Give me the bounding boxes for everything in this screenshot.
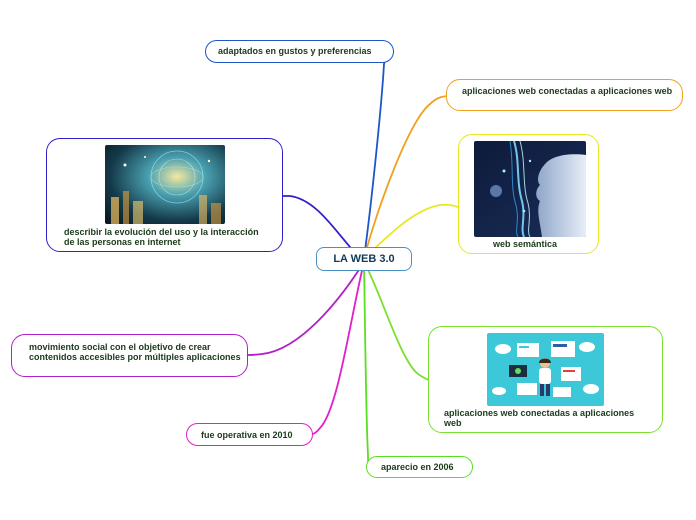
node-operativa[interactable]: fue operativa en 2010 [186,423,313,446]
node-aplicaciones-bottom-label: aplicaciones web conectadas a aplicacion… [444,408,635,428]
node-aplicaciones-top-label: aplicaciones web conectadas a aplicacion… [462,86,673,96]
link-aplicaciones-top [363,95,451,259]
node-aparecio[interactable]: aparecio en 2006 [366,456,473,478]
node-describir[interactable]: describir la evolución del uso y la inte… [46,138,283,252]
node-operativa-label: fue operativa en 2010 [201,430,293,440]
node-adaptados[interactable]: adaptados en gustos y preferencias [205,40,394,63]
node-adaptados-label: adaptados en gustos y preferencias [218,46,372,56]
describir-image [105,145,225,224]
link-semantica [363,203,461,259]
node-movimiento[interactable]: movimiento social con el objetivo de cre… [11,334,248,377]
node-aplicaciones-top[interactable]: aplicaciones web conectadas a aplicacion… [446,79,683,111]
link-adaptados [363,50,395,259]
node-web-semantica-label: web semántica [493,239,558,249]
link-aplicaciones-bottom [363,261,431,381]
link-operativa [311,261,365,435]
link-aparecio [363,261,371,468]
link-describir [282,195,365,263]
node-aparecio-label: aparecio en 2006 [381,462,454,472]
node-movimiento-label: movimiento social con el objetivo de cre… [29,342,241,362]
semantica-image [474,141,586,237]
node-aplicaciones-bottom[interactable]: aplicaciones web conectadas a aplicacion… [428,326,663,433]
central-topic-title: LA WEB 3.0 [333,253,395,265]
link-movimiento [247,261,365,356]
central-topic[interactable]: LA WEB 3.0 [316,247,412,271]
aplicaciones-image [487,333,604,406]
node-web-semantica[interactable]: web semántica [458,134,599,254]
node-describir-label: describir la evolución del uso y la inte… [64,227,259,247]
